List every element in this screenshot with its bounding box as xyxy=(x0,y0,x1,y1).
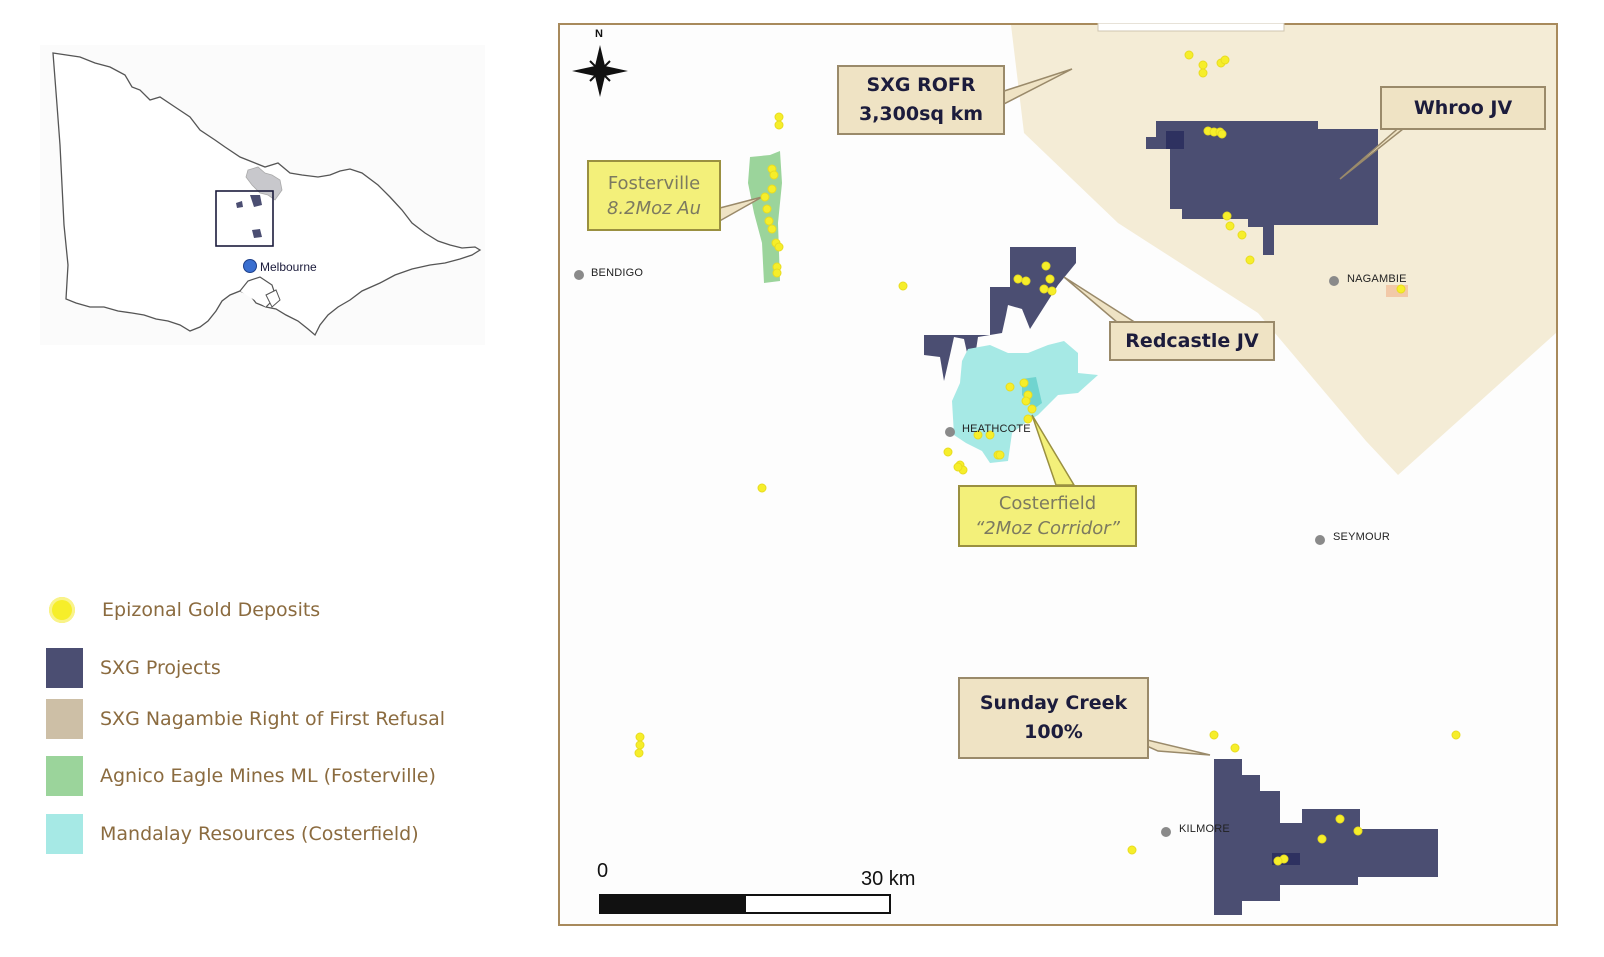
callout-title: SXG ROFR xyxy=(866,74,976,96)
callout-title: Redcastle JV xyxy=(1125,329,1259,352)
gold-deposits xyxy=(634,50,1461,866)
callout-fosterville: Fosterville 8.2Moz Au xyxy=(587,160,721,231)
legend-label: Agnico Eagle Mines ML (Fosterville) xyxy=(100,765,436,787)
callout-sunday-creek: Sunday Creek 100% xyxy=(958,677,1149,759)
melbourne-label: Melbourne xyxy=(260,260,317,274)
callout-title: Sunday Creek xyxy=(979,692,1128,714)
legend-item-agnico: Agnico Eagle Mines ML (Fosterville) xyxy=(46,756,436,796)
town-label-bendigo: BENDIGO xyxy=(591,267,644,279)
town-marker xyxy=(574,270,584,280)
town-marker xyxy=(1329,276,1339,286)
legend-label: Epizonal Gold Deposits xyxy=(102,599,321,621)
victoria-inset-map: Melbourne xyxy=(40,45,485,345)
callout-whroo-jv: Whroo JV xyxy=(1380,86,1546,130)
town-label-heathcote: HEATHCOTE xyxy=(962,423,1031,435)
legend-item-mandalay: Mandalay Resources (Costerfield) xyxy=(46,814,419,854)
fosterville-area xyxy=(748,151,782,283)
legend-label: SXG Projects xyxy=(100,657,221,679)
gold-deposit-icon xyxy=(49,597,75,623)
town-marker xyxy=(945,427,955,437)
legend-item-rofr: SXG Nagambie Right of First Refusal xyxy=(46,699,445,739)
town-label-kilmore: KILMORE xyxy=(1179,823,1230,835)
town-label-seymour: SEYMOUR xyxy=(1333,531,1391,543)
callout-subtitle: “2Moz Corridor” xyxy=(974,518,1121,539)
legend-label: Mandalay Resources (Costerfield) xyxy=(100,823,419,845)
callout-title: Costerfield xyxy=(998,493,1097,514)
legend-item-sxg-projects: SXG Projects xyxy=(46,648,221,688)
scale-end-label: 30 km xyxy=(861,868,916,890)
melbourne-marker xyxy=(243,259,257,273)
callout-title: Whroo JV xyxy=(1413,96,1513,119)
town-marker xyxy=(1161,827,1171,837)
scale-start-label: 0 xyxy=(597,860,609,882)
town-marker xyxy=(1315,535,1325,545)
callout-redcastle-jv: Redcastle JV xyxy=(1109,321,1275,361)
inset-focus-box xyxy=(215,190,274,247)
callout-sxg-rofr: SXG ROFR 3,300sq km xyxy=(837,65,1005,135)
callout-subtitle: 100% xyxy=(1024,721,1083,743)
legend-item-gold-deposits: Epizonal Gold Deposits xyxy=(46,590,320,630)
north-label: N xyxy=(595,28,603,40)
legend-swatch-rofr xyxy=(46,699,83,739)
legend-label: SXG Nagambie Right of First Refusal xyxy=(100,708,446,730)
redcastle-jv-area xyxy=(924,247,1076,381)
callout-costerfield: Costerfield “2Moz Corridor” xyxy=(958,485,1137,547)
legend-swatch-agnico xyxy=(46,756,83,796)
callout-subtitle: 8.2Moz Au xyxy=(606,197,702,219)
callout-title: Fosterville xyxy=(607,172,701,194)
scale-bar xyxy=(599,894,891,914)
whroo-jv-area xyxy=(1146,121,1378,255)
callout-subtitle: 3,300sq km xyxy=(858,103,984,125)
town-label-nagambie: NAGAMBIE xyxy=(1347,273,1407,285)
legend-swatch-mandalay xyxy=(46,814,83,854)
north-arrow-icon xyxy=(572,45,628,97)
legend-swatch-sxg xyxy=(46,648,83,688)
main-map: N xyxy=(558,23,1558,926)
